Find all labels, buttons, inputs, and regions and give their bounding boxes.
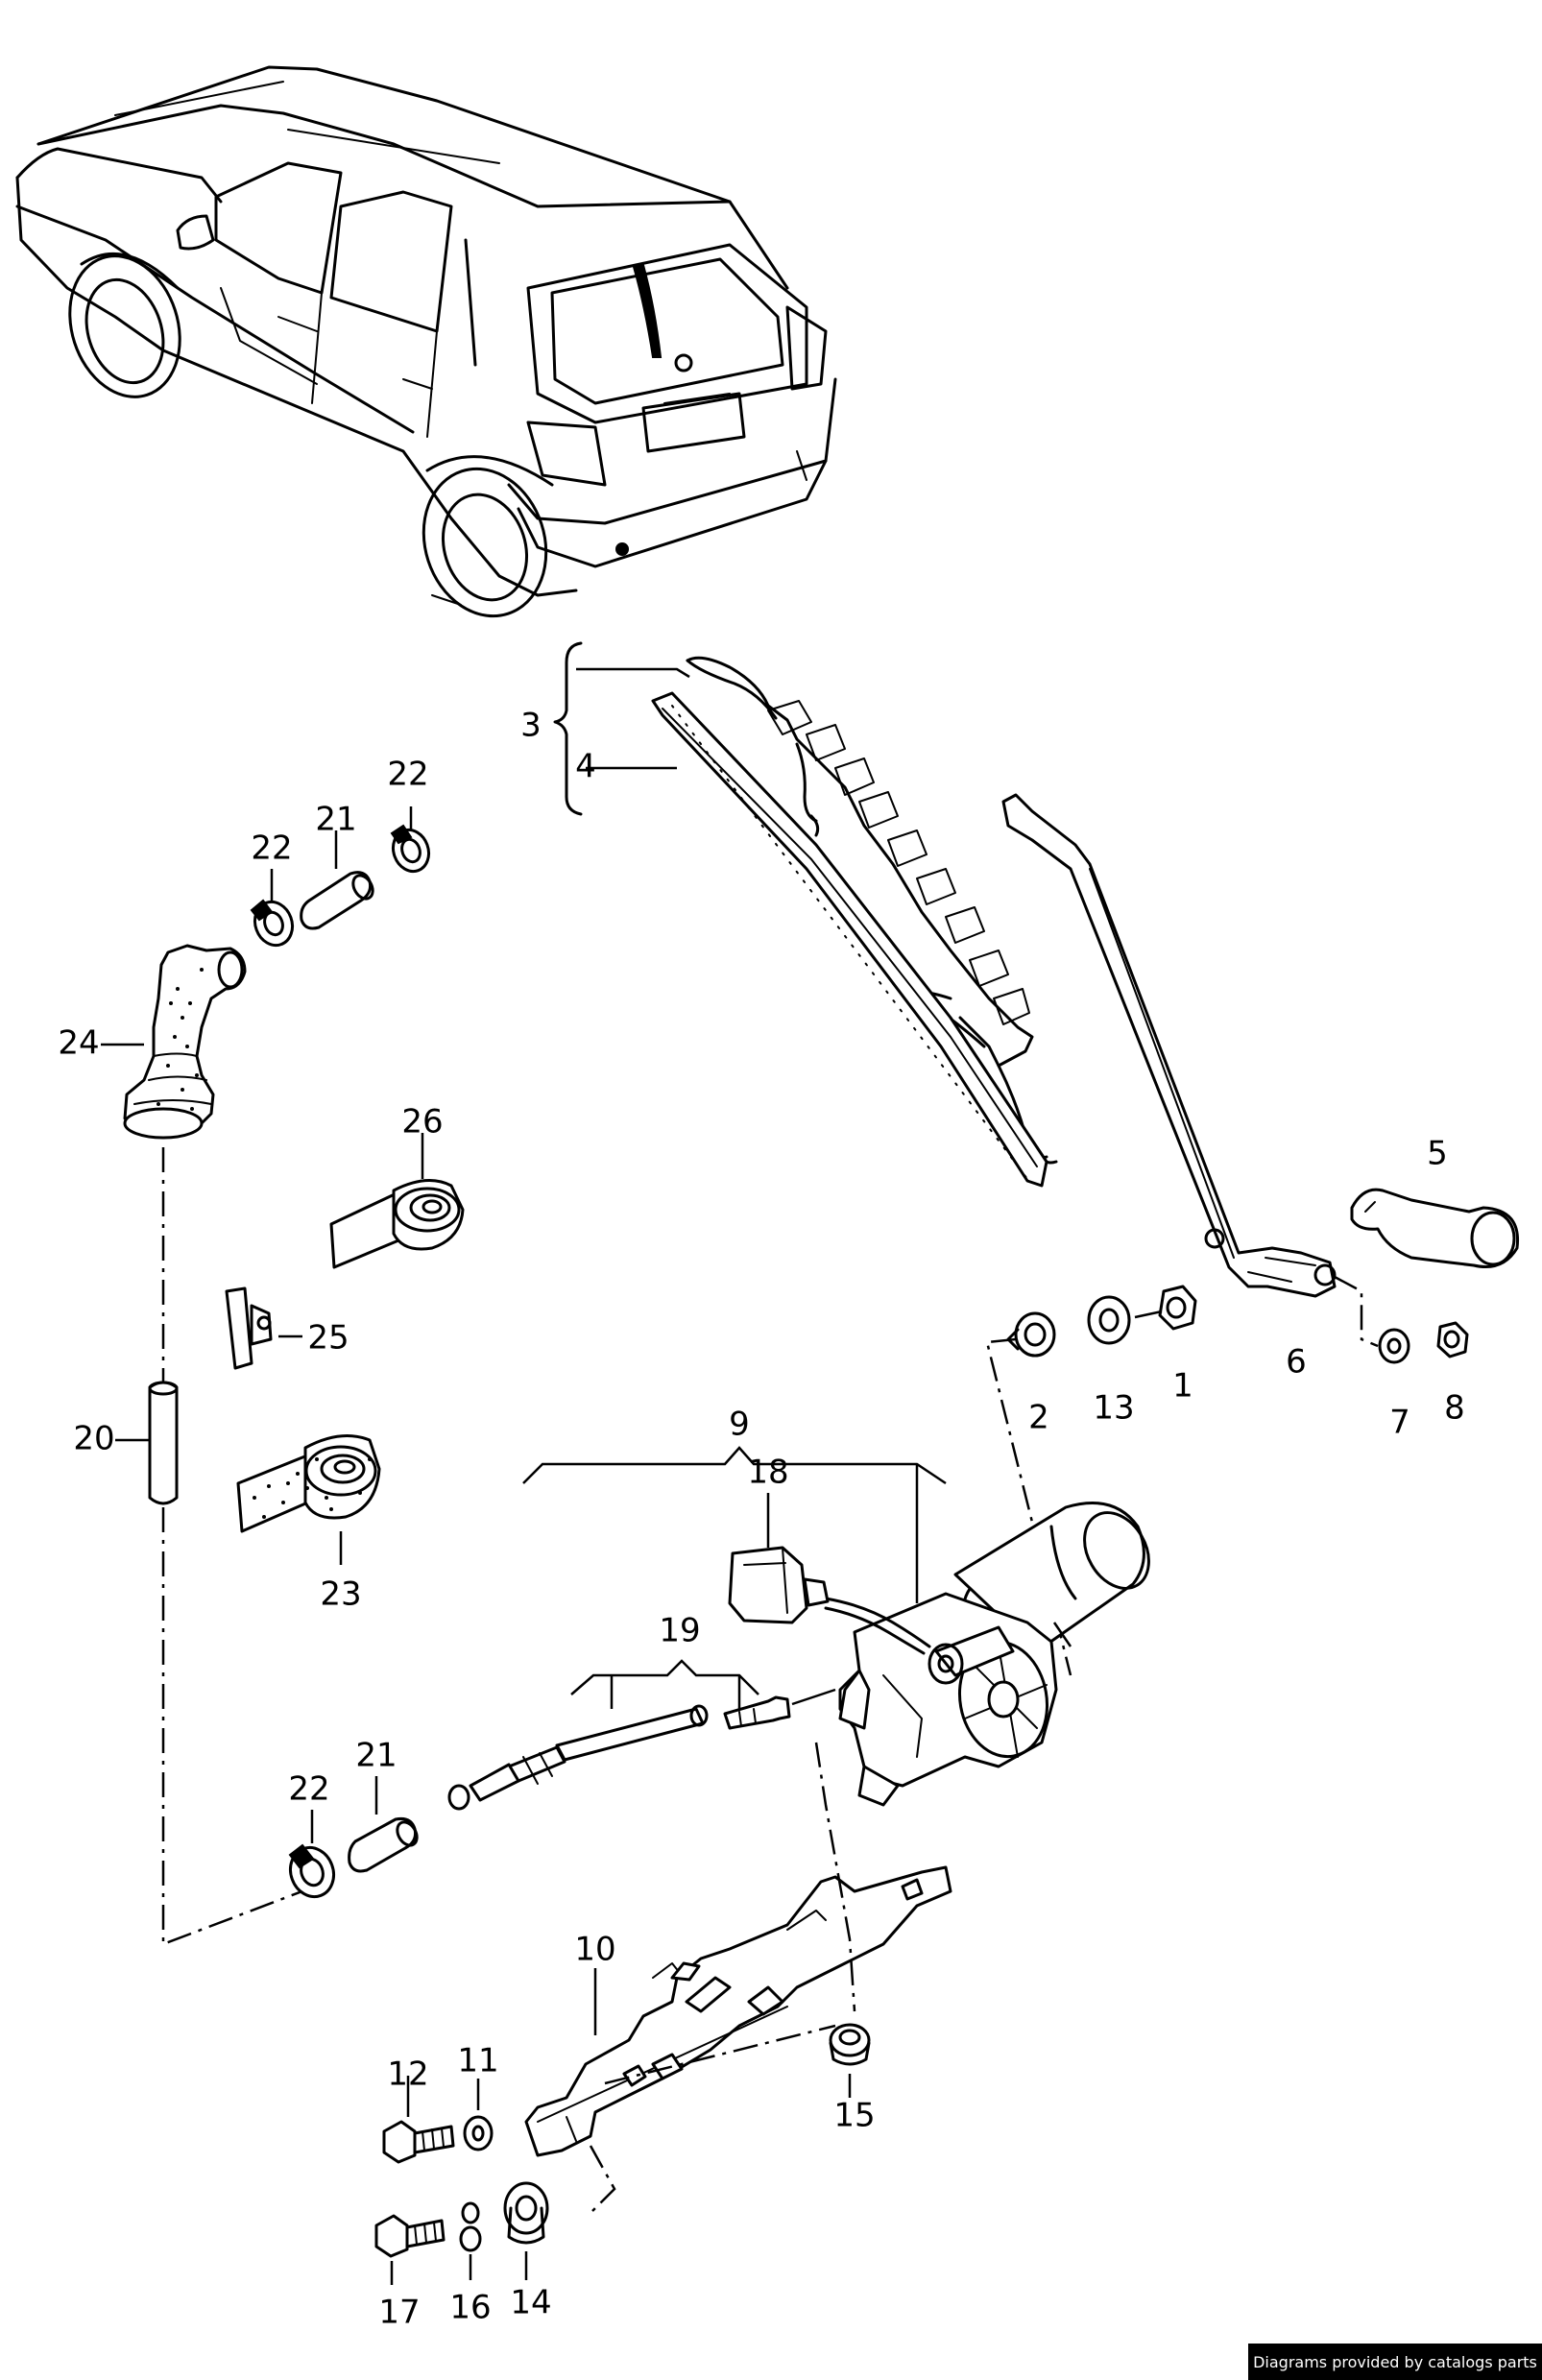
wiper-arm <box>1001 793 1337 1298</box>
callout-22-lower: 22 <box>288 1770 329 1809</box>
hose-clip-22-lower <box>288 1810 336 1899</box>
callout-21-top: 21 <box>315 801 356 839</box>
callout-20: 20 <box>73 1420 114 1458</box>
callout-labels: 1 2 3 4 5 6 7 8 9 10 11 12 13 14 15 16 1… <box>58 707 1464 2332</box>
callout-9: 9 <box>729 1406 750 1444</box>
callout-14: 14 <box>510 2284 551 2322</box>
hose-21-top <box>300 830 374 930</box>
callout-4: 4 <box>575 748 596 786</box>
callout-18: 18 <box>747 1454 788 1492</box>
callout-13: 13 <box>1093 1389 1134 1428</box>
grommet-15 <box>829 2023 871 2098</box>
hose-21-lower <box>348 1776 419 1873</box>
hose-clip-22-second <box>250 869 295 948</box>
callout-23: 23 <box>320 1575 361 1614</box>
callout-12: 12 <box>387 2055 428 2094</box>
callout-15: 15 <box>833 2097 875 2135</box>
connector-plug <box>728 1493 830 1624</box>
callout-22-top: 22 <box>387 756 428 794</box>
grommet-14 <box>503 2181 549 2280</box>
washer-11 <box>463 2079 494 2152</box>
callout-11: 11 <box>457 2042 498 2080</box>
callout-3: 3 <box>520 707 542 745</box>
foam-tape-26 <box>329 1133 465 1269</box>
callout-1: 1 <box>1172 1367 1193 1406</box>
callout-24: 24 <box>58 1024 99 1063</box>
hose-grommet-24 <box>101 944 247 1140</box>
car-illustration <box>15 65 837 618</box>
callout-21-lower: 21 <box>355 1737 397 1775</box>
washer-jet-assembly <box>447 1659 836 1811</box>
callout-25: 25 <box>307 1319 349 1358</box>
callout-26: 26 <box>401 1103 443 1142</box>
bolt-17 <box>374 2214 446 2285</box>
wiper-blade-group <box>553 641 1058 1188</box>
wiper-motor <box>522 1446 1150 1807</box>
hose-route-line-lower <box>161 1507 308 1946</box>
mounting-bracket <box>524 1742 952 2214</box>
callout-22-second: 22 <box>251 829 292 868</box>
arm-cap <box>1350 1188 1520 1268</box>
callout-5: 5 <box>1427 1135 1448 1173</box>
credit-banner: Diagrams provided by catalogs parts <box>1248 2344 1542 2380</box>
hose-20 <box>115 1381 179 1505</box>
callout-2: 2 <box>1028 1399 1049 1437</box>
hose-clip-22-top <box>390 806 431 874</box>
callout-19: 19 <box>659 1612 700 1650</box>
foam-tape-23 <box>236 1434 381 1565</box>
washer-16 <box>459 2201 482 2280</box>
callout-17: 17 <box>378 2294 420 2332</box>
bolt-12 <box>382 2076 455 2164</box>
retaining-clip-25 <box>225 1286 302 1370</box>
callout-16: 16 <box>449 2289 491 2327</box>
fastener-row <box>985 1275 1469 1676</box>
callout-7: 7 <box>1389 1404 1410 1442</box>
callout-6: 6 <box>1286 1343 1307 1382</box>
callout-10: 10 <box>574 1931 615 1969</box>
callout-8: 8 <box>1444 1389 1465 1428</box>
